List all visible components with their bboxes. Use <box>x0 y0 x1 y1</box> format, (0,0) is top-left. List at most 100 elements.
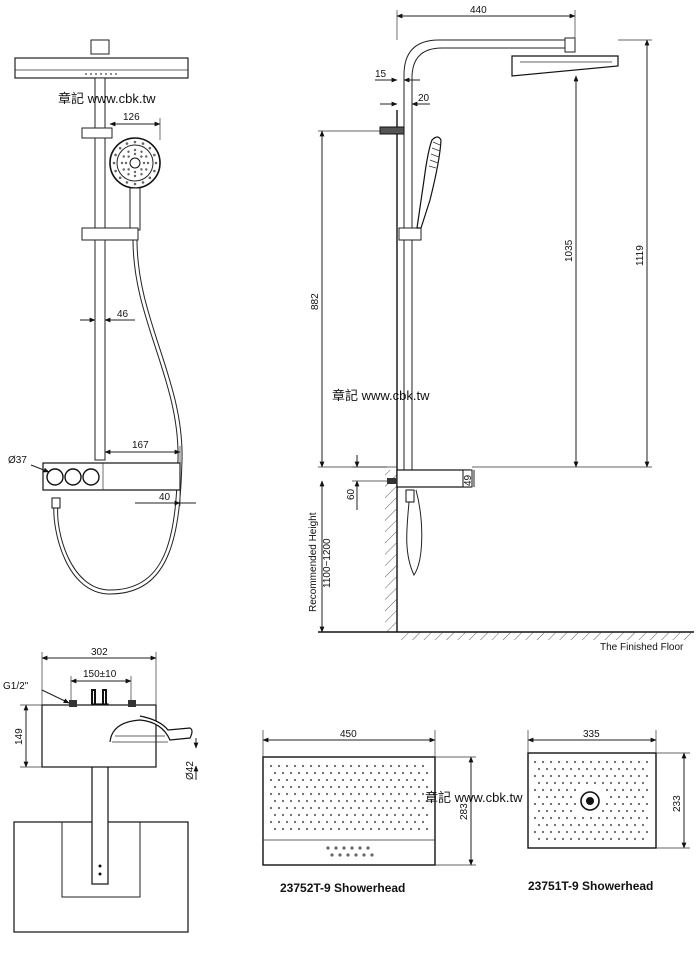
nozzle-dot <box>373 792 377 796</box>
nozzle-dot <box>365 820 369 824</box>
nozzle-dot <box>133 148 137 152</box>
nozzle-dot <box>285 792 289 796</box>
nozzle-dot <box>357 806 361 810</box>
front-handshower-handle <box>129 187 141 231</box>
nozzle-dot <box>641 795 645 799</box>
nozzle-dot <box>366 846 370 850</box>
nozzle-dot <box>537 795 541 799</box>
showerhead-23751-width: 335 <box>583 729 600 740</box>
nozzle-dot <box>381 778 385 782</box>
nozzle-dot <box>533 788 537 792</box>
nozzle-dot <box>357 792 361 796</box>
mixer-view: 302 150±10 G1/2" 149 Ø42 <box>3 647 199 933</box>
nozzle-dot <box>577 767 581 771</box>
nozzle-dot <box>321 813 325 817</box>
nozzle-dot <box>613 788 617 792</box>
nozzle-dot <box>405 792 409 796</box>
side-overhead-head <box>511 55 619 77</box>
nozzle-dot <box>409 771 413 775</box>
nozzle-dot <box>127 173 130 176</box>
nozzle-dot <box>277 778 281 782</box>
nozzle-dot <box>369 813 373 817</box>
nozzle-dot <box>637 788 641 792</box>
dim-wall-gap: 15 <box>375 69 387 80</box>
nozzle-dot <box>609 837 613 841</box>
nozzle-dot <box>405 820 409 824</box>
nozzle-dot <box>133 182 137 186</box>
nozzle-dot <box>625 781 629 785</box>
nozzle-dot <box>369 827 373 831</box>
front-handshower-nozzles <box>112 140 158 186</box>
recommended-height-value: 1100~1200 <box>322 538 333 588</box>
showerhead-23752-width: 450 <box>340 729 357 740</box>
nozzle-dot <box>577 781 581 785</box>
nozzle-dot <box>381 764 385 768</box>
nozzle-dot <box>613 816 617 820</box>
nozzle-dot <box>377 827 381 831</box>
nozzle-dot <box>629 816 633 820</box>
nozzle-dot <box>321 771 325 775</box>
nozzle-dot <box>269 764 273 768</box>
nozzle-dot <box>127 155 130 158</box>
nozzle-dot <box>581 774 585 778</box>
nozzle-dot <box>338 853 342 857</box>
nozzle-dot <box>273 827 277 831</box>
nozzle-dot <box>377 813 381 817</box>
dim-head-height: 1035 <box>564 239 575 262</box>
nozzle-dot <box>140 155 143 158</box>
side-bottom-outlet <box>405 489 415 503</box>
nozzle-dot <box>545 795 549 799</box>
nozzle-dot <box>601 809 605 813</box>
nozzle-dot <box>553 809 557 813</box>
nozzle-dot <box>425 785 429 789</box>
showerhead-23752-center-nozzles <box>326 846 374 857</box>
nozzle-dot <box>326 846 330 850</box>
nozzle-dot <box>545 767 549 771</box>
nozzle-dot <box>549 802 553 806</box>
nozzle-dot <box>301 778 305 782</box>
nozzle-dot <box>589 760 593 764</box>
nozzle-dot <box>589 830 593 834</box>
nozzle-dot <box>605 774 609 778</box>
nozzle-dot <box>629 788 633 792</box>
side-floor-hatch <box>397 632 694 640</box>
nozzle-dot <box>613 760 617 764</box>
nozzle-dot <box>373 764 377 768</box>
front-upper-bracket <box>81 127 113 139</box>
nozzle-dot <box>401 799 405 803</box>
nozzle-dot <box>537 781 541 785</box>
nozzle-dot <box>565 760 569 764</box>
mixer-valves <box>91 689 107 705</box>
nozzle-dot <box>349 820 353 824</box>
nozzle-dot <box>565 816 569 820</box>
showerhead-23752-view: 450 283 23752T-9 Showerhead <box>262 729 476 895</box>
side-shelf-cap <box>462 469 473 488</box>
nozzle-dot <box>389 820 393 824</box>
nozzle-dot <box>325 806 329 810</box>
nozzle-dot <box>125 181 129 184</box>
nozzle-dot <box>297 785 301 789</box>
nozzle-dot <box>293 806 297 810</box>
nozzle-dot <box>345 813 349 817</box>
showerhead-23751-caption: 23751T-9 Showerhead <box>528 879 653 893</box>
nozzle-dot <box>641 837 645 841</box>
nozzle-dot <box>613 830 617 834</box>
nozzle-dot <box>118 146 122 150</box>
nozzle-dot <box>273 771 277 775</box>
side-riser-pipe <box>403 39 567 470</box>
nozzle-dot <box>309 820 313 824</box>
nozzle-dot <box>537 823 541 827</box>
nozzle-dot <box>641 767 645 771</box>
nozzle-dot <box>549 816 553 820</box>
nozzle-dot <box>269 792 273 796</box>
nozzle-dot <box>557 760 561 764</box>
nozzle-dot <box>565 830 569 834</box>
nozzle-dot <box>377 771 381 775</box>
nozzle-dot <box>621 802 625 806</box>
nozzle-dot <box>617 781 621 785</box>
nozzle-dot <box>333 806 337 810</box>
nozzle-dot <box>537 809 541 813</box>
nozzle-dot <box>345 827 349 831</box>
front-hose-outlet <box>51 497 61 509</box>
nozzle-dot <box>133 140 137 144</box>
